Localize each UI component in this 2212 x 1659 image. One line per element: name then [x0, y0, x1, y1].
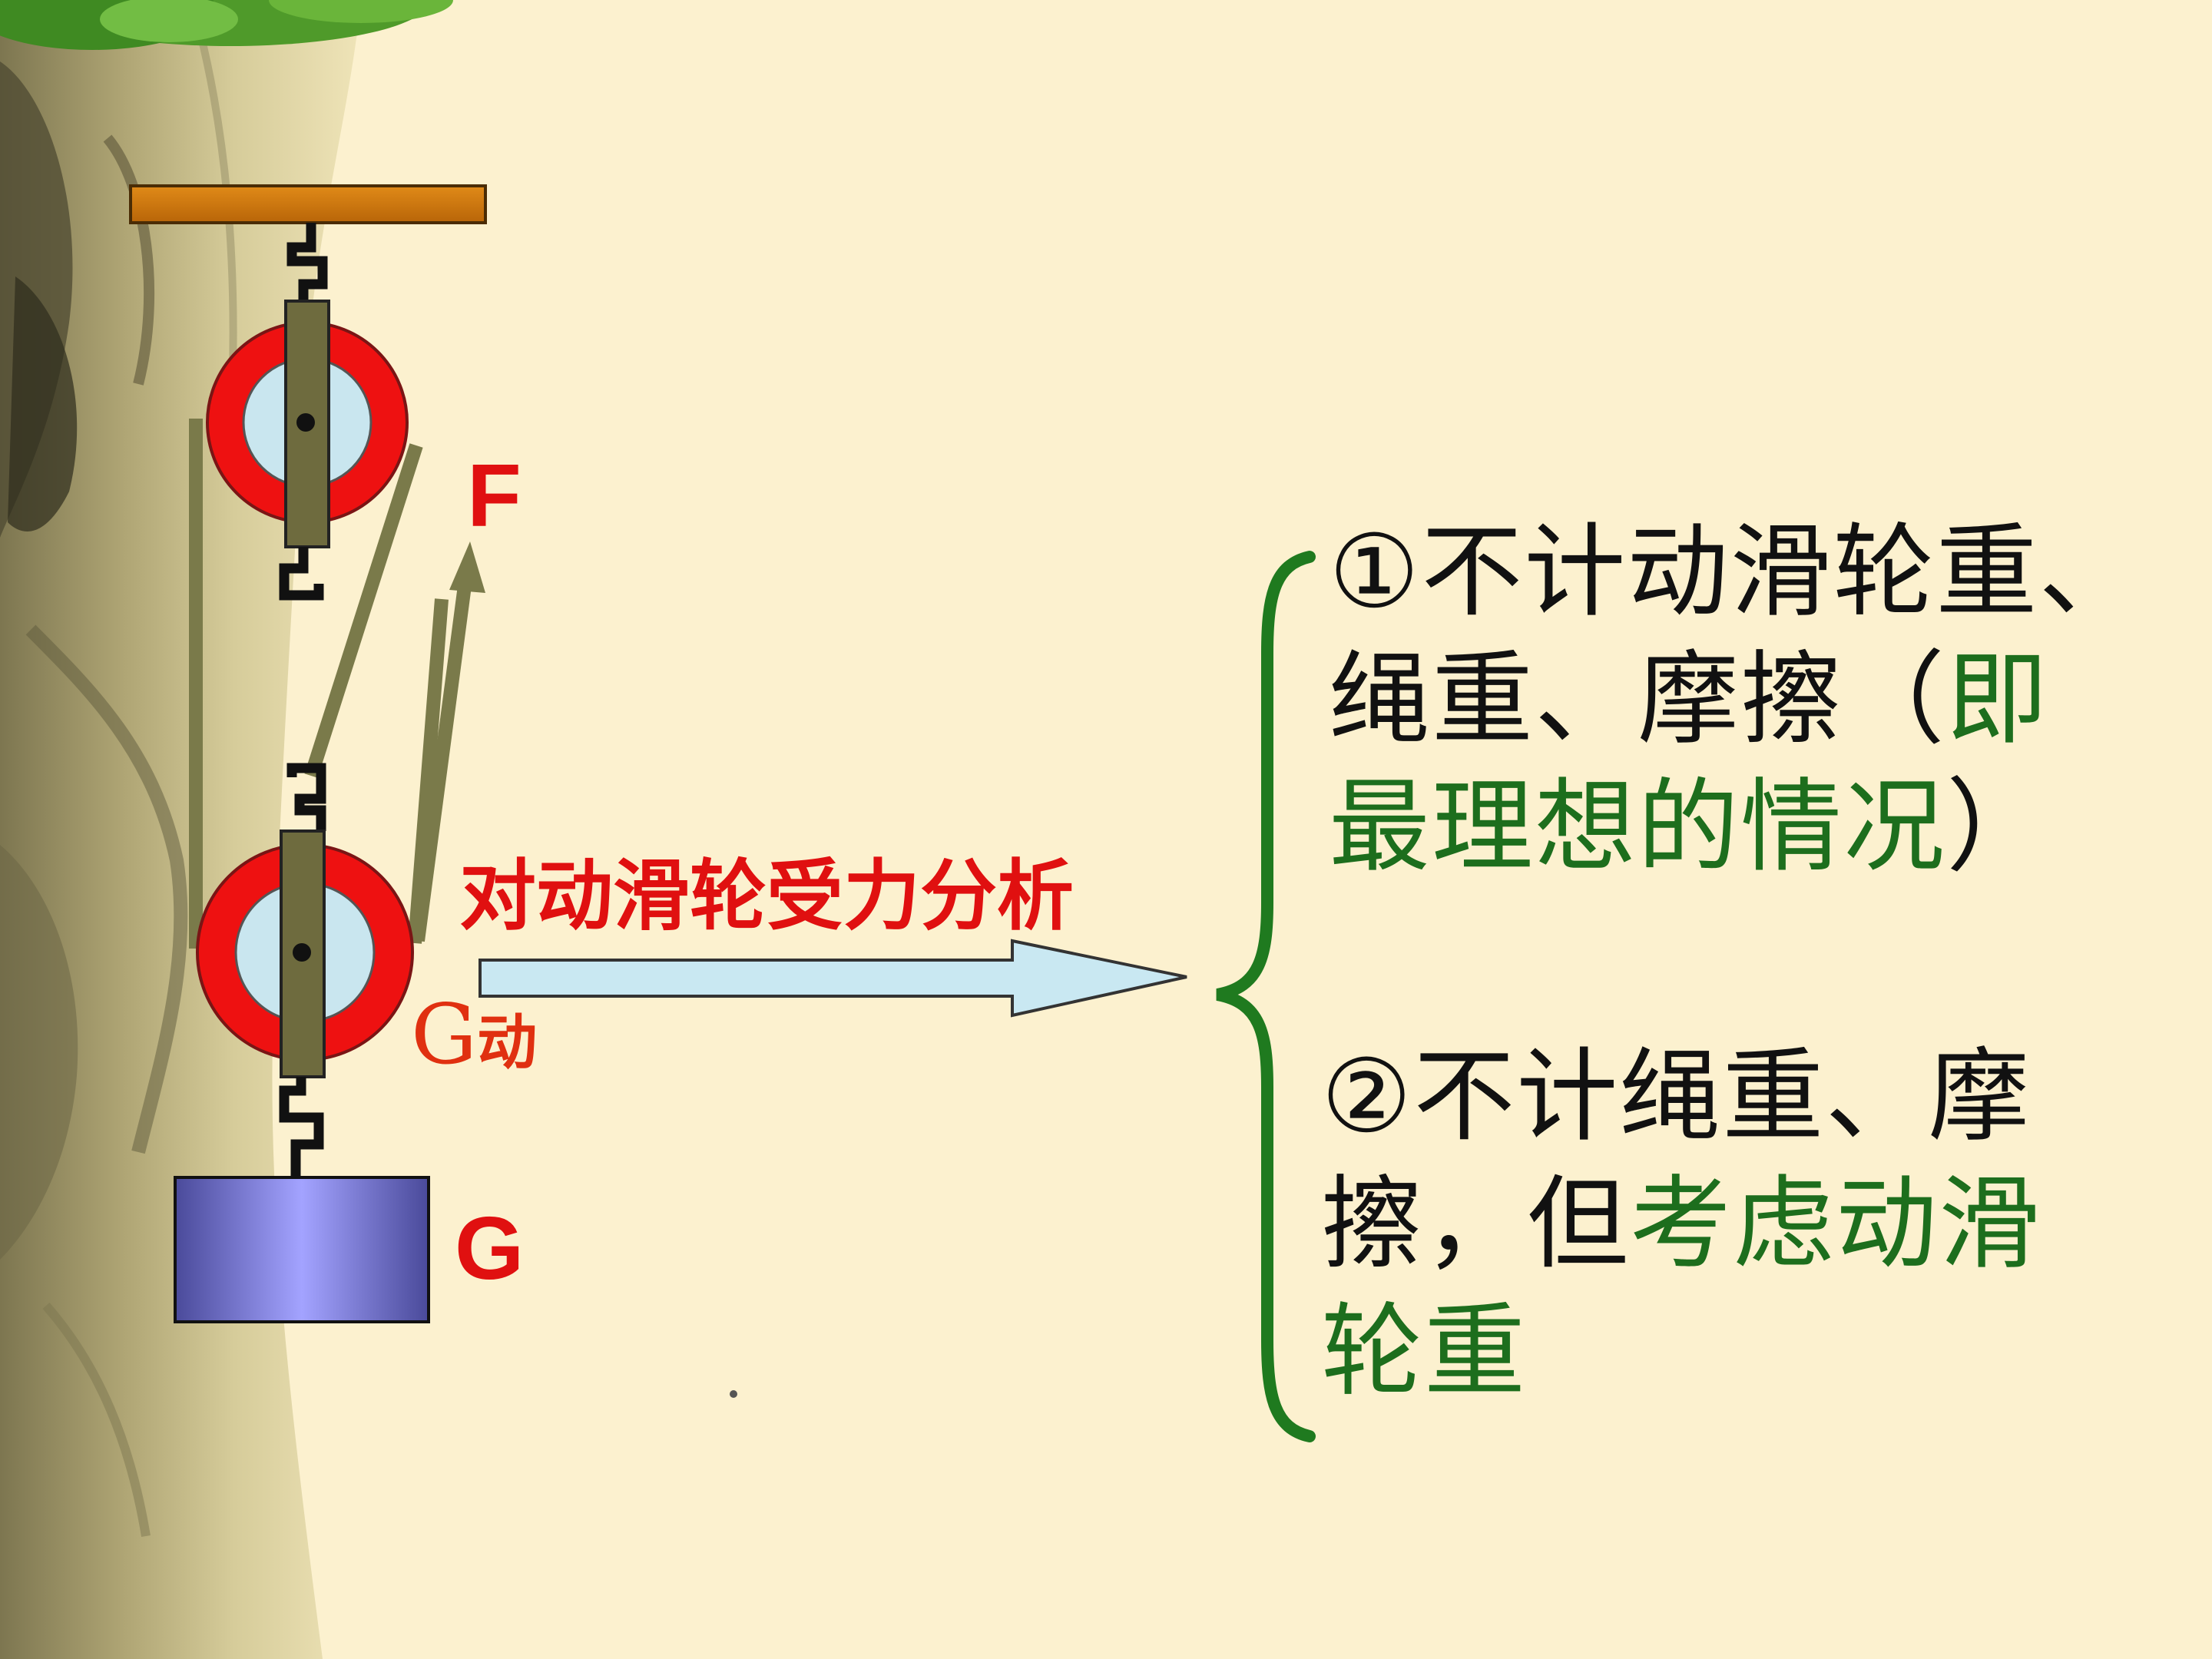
fixed-pulley: [206, 300, 409, 548]
top-hook: [286, 223, 328, 303]
force-arrow: [411, 541, 485, 942]
foliage: [0, 0, 453, 50]
weight-block: [174, 1176, 430, 1323]
rope-middle: [304, 443, 423, 778]
weight-label: G: [455, 1198, 525, 1298]
force-label: F: [467, 445, 522, 545]
movable-pulley-bottom-hook: [279, 1077, 324, 1179]
condition-1-text: ①不计动滑轮重、绳重、摩擦（: [1329, 513, 2142, 759]
movable-pulley-top-hook: [286, 763, 326, 831]
condition-with-pulley-weight: ②不计绳重、摩擦，但考虑动滑轮重: [1321, 1033, 2089, 1416]
pulley-weight-label: G动: [411, 987, 537, 1083]
condition-1-close: ）: [1946, 768, 2049, 886]
analysis-caption: 对动滑轮受力分析: [459, 851, 1074, 941]
condition-1-highlight: 即最理想的情况: [1329, 641, 2049, 886]
pulley-weight-label-main: G: [411, 987, 478, 1083]
analysis-arrow: [478, 939, 1187, 1018]
condition-2-text: ②不计绳重、摩擦，但: [1321, 1038, 2032, 1283]
movable-pulley: [196, 830, 414, 1078]
stray-dot: [730, 1390, 737, 1398]
condition-ideal: ①不计动滑轮重、绳重、摩擦（即最理想的情况）: [1329, 508, 2143, 891]
ceiling-bar: [129, 184, 487, 224]
fixed-pulley-hook: [279, 547, 324, 601]
curly-brace: [1216, 551, 1316, 1442]
pulley-weight-label-sub: 动: [477, 1008, 538, 1078]
condition-2-highlight: 考虑动滑轮重: [1321, 1165, 2041, 1411]
